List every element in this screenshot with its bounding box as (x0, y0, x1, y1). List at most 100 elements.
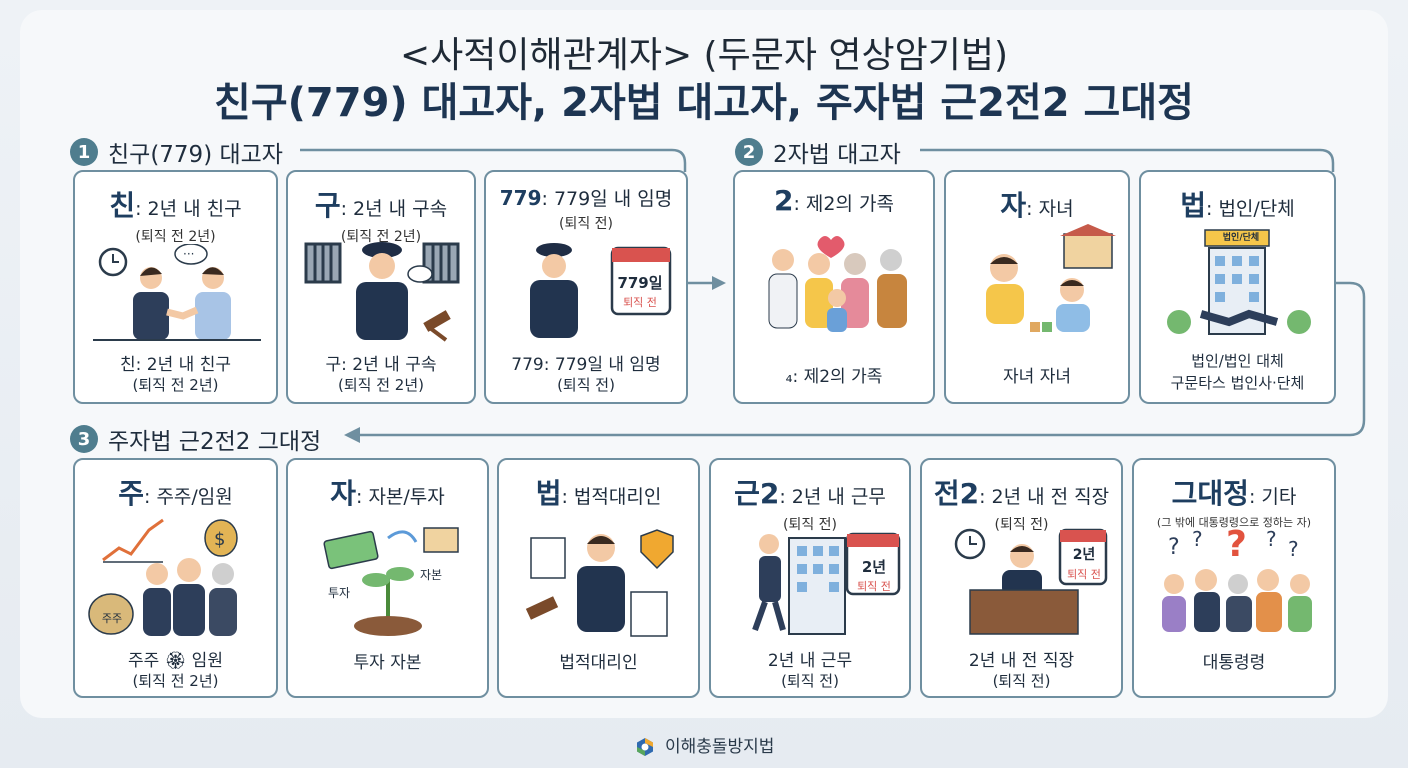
svg-text:?: ? (1266, 527, 1277, 551)
children-icon (986, 224, 1116, 332)
calendar-note: 퇴직 전 (857, 580, 891, 593)
card-bottom-label: 대통령령 (1202, 653, 1266, 673)
card-bottom-label: 법인/법인 대체 (1191, 352, 1284, 370)
card-legal-agent: 법: 법적대리인 법적대리인 (497, 458, 700, 698)
card-head: : 법적대리인 (561, 486, 662, 508)
card-ja-capital: 자: 자본/투자 투자 자본 투자 자본 (286, 458, 489, 698)
calendar-note: 퇴직 전 (623, 296, 657, 309)
building-sign: 법인/단체 (1222, 233, 1260, 243)
card-bottom-sub: (퇴직 전) (781, 672, 839, 690)
section-number-badge: 2 (735, 138, 763, 166)
card-head: : 제2의 가족 (793, 193, 894, 215)
card-key: 2 (774, 184, 794, 217)
section-label: 2자법 대고자 (773, 142, 901, 168)
former-workplace-icon (954, 528, 1108, 635)
card-bottom-label: 구: 2년 내 구속 (325, 355, 437, 375)
card-key: 779 (499, 186, 542, 210)
svg-text:$: $ (214, 529, 225, 550)
card-ja: 자: 자녀 자녀 자녀 (944, 170, 1130, 404)
page-title: <사적이해관계자> (두문자 연상암기법) (399, 35, 1009, 76)
card-bottom-sub: (퇴직 전 2년) (132, 376, 219, 394)
card-key: 법 (1180, 189, 1206, 222)
brand-logo-icon (636, 738, 653, 756)
card-key: 친 (109, 189, 136, 222)
section-label: 주자법 근2전2 그대정 (108, 429, 322, 455)
svg-text:?: ? (1192, 527, 1203, 551)
card-2: 2: 제2의 가족 ₄: 제2의 가족 (733, 170, 935, 404)
invest-tag: 투자 (328, 586, 351, 600)
people-question-icon: ? ? ? ? ? (1162, 526, 1312, 632)
card-bottom-label: 법적대리인 (559, 653, 638, 673)
card-head: : 779일 내 임명 (541, 188, 673, 210)
card-bottom-sub: (퇴직 전) (557, 376, 615, 394)
card-key: 구 (314, 189, 341, 222)
card-779: 779: 779일 내 임명 (퇴직 전) 779일 퇴직 전 779: 779… (484, 170, 688, 404)
card-sub: (퇴직 전 2년) (135, 229, 216, 245)
card-bottom-sub: (퇴직 전) (992, 672, 1051, 690)
svg-text:?: ? (1226, 526, 1247, 565)
card-geudaejeong: 그대정: 기타 (그 밖에 대통령령으로 정하는 자) ? ? ? ? ? 대통… (1132, 458, 1336, 698)
card-sub: (퇴직 전) (782, 517, 837, 533)
card-head: : 2년 내 친구 (135, 198, 242, 220)
card-bottom-label: 자녀 자녀 (1003, 367, 1071, 387)
card-beop: 법: 법인/단체 법인/단체 법인/법인 대체 구문타스 법인사·단체 (1139, 170, 1336, 404)
card-head: : 기타 (1248, 486, 1297, 508)
card-key: 전2 (933, 477, 980, 510)
card-bottom-label: 투자 자본 (353, 653, 422, 673)
money-bag-label: 주주 (101, 612, 123, 625)
card-head: : 법인/단체 (1206, 198, 1295, 220)
investment-plant-icon (323, 527, 459, 636)
card-head: : 2년 내 구속 (340, 198, 448, 220)
card-bottom-label: 주주 🏵 임원 (128, 651, 223, 671)
calendar-days: 779일 (617, 274, 663, 292)
section-2-header: 2 2자법 대고자 (735, 135, 901, 169)
card-key: 그대정 (1171, 477, 1249, 510)
card-sub: (퇴직 전) (994, 517, 1049, 533)
calendar-years: 2년 (1072, 547, 1096, 563)
card-head: : 자녀 (1026, 198, 1074, 220)
card-bottom-label: 779: 779일 내 임명 (511, 355, 661, 375)
police-officer-icon (304, 242, 460, 342)
svg-text:···: ··· (183, 247, 194, 261)
section-number-badge: 1 (70, 138, 98, 166)
capital-tag: 자본 (420, 568, 443, 582)
card-head: : 2년 내 근무 (779, 486, 886, 508)
card-bottom-label: 친: 2년 내 친구 (120, 355, 231, 375)
officer-calendar-icon (530, 243, 672, 338)
section-number-badge: 3 (70, 425, 98, 453)
card-jeon2: 전2: 2년 내 전 직장 (퇴직 전) 2년 퇴직 전 2년 내 전 직장 (… (920, 458, 1123, 698)
card-bottom-sub: (퇴직 전 2년) (132, 672, 219, 690)
commute-worker-icon (752, 532, 901, 635)
card-key: 자 (330, 477, 356, 510)
card-sub: (그 밖에 대통령령으로 정하는 자) (1156, 516, 1312, 529)
corporate-building-icon (1167, 229, 1311, 335)
card-bottom-label: 2년 내 전 직장 (968, 651, 1075, 671)
shareholders-icon: $ (88, 518, 238, 636)
card-key: 자 (1000, 189, 1027, 222)
footer-text: 이해충돌방지법 (664, 737, 775, 757)
card-head: : 2년 내 전 직장 (979, 486, 1110, 508)
card-key: 주 (118, 477, 144, 510)
card-bottom-sub: (퇴직 전 2년) (338, 376, 424, 394)
handshake-icon: ··· (93, 244, 261, 341)
card-geun2: 근2: 2년 내 근무 (퇴직 전) 2년 퇴직 전 2년 내 근무 (퇴직 전… (709, 458, 911, 698)
footer-brand: 이해충돌방지법 (0, 732, 1408, 758)
svg-text:?: ? (1288, 537, 1299, 561)
family-icon (768, 236, 907, 332)
card-ju: 주: 주주/임원 $ 주주 주주 🏵 임원 (퇴직 전 2년) (73, 458, 278, 698)
card-head: : 주주/임원 (144, 486, 233, 508)
card-head: : 자본/투자 (356, 486, 445, 508)
card-key: 법 (535, 477, 562, 510)
card-chin: 친: 2년 내 친구 (퇴직 전 2년) ··· 친: 2년 내 친구 (퇴직 … (73, 170, 278, 404)
card-bottom-sub: 구문타스 법인사·단체 (1170, 374, 1305, 392)
section-label: 친구(779) 대고자 (108, 142, 283, 168)
section-1-header: 1 친구(779) 대고자 (70, 135, 283, 169)
calendar-years: 2년 (861, 558, 887, 576)
section-3-header: 3 주자법 근2전2 그대정 (70, 422, 321, 456)
page-subtitle: 친구(779) 대고자, 2자법 대고자, 주자법 근2전2 그대정 (214, 80, 1194, 126)
card-gu: 구: 2년 내 구속 (퇴직 전 2년) 구: 2년 내 구속 (퇴직 전 2년… (286, 170, 476, 404)
card-key: 근2 (734, 477, 780, 510)
card-sub: (퇴직 전 2년) (340, 229, 422, 245)
lawyer-icon (525, 529, 674, 637)
